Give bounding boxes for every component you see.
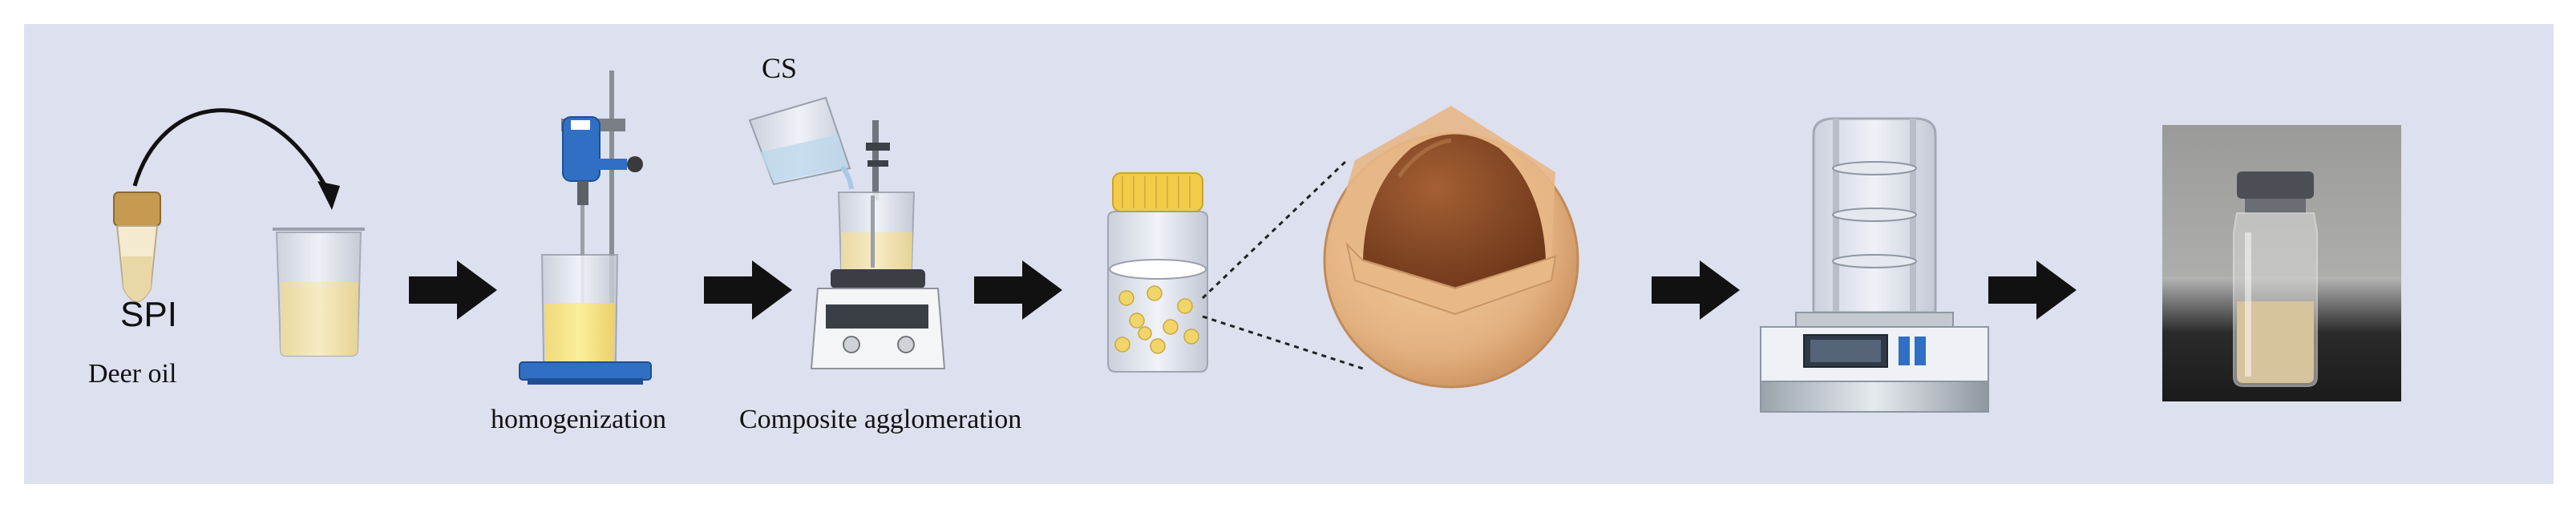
process-arrow-3 — [974, 260, 1062, 320]
microcapsule-cross-section — [1323, 106, 1579, 389]
magnetic-stirrer — [748, 96, 946, 369]
process-arrow-4 — [1652, 260, 1740, 320]
diagram-panel — [24, 24, 2554, 484]
powder-vial-photo — [2162, 125, 2401, 401]
zoom-line-top — [1201, 159, 1349, 300]
tube-and-beaker — [113, 108, 365, 357]
cs-label: CS — [762, 52, 798, 84]
composite-agglomeration-label: Composite agglomeration — [739, 405, 1022, 434]
spi-label: SPI — [120, 295, 177, 334]
centrifuge-tube — [113, 192, 161, 302]
mixing-beaker — [273, 228, 365, 357]
deer-oil-label: Deer oil — [88, 359, 177, 389]
cs-pouring-cup — [748, 96, 854, 190]
process-arrow-1 — [409, 260, 497, 320]
transfer-arrow — [132, 108, 331, 194]
homogenization-label: homogenization — [491, 405, 667, 434]
zoom-line-bottom — [1202, 315, 1364, 370]
homogenizer — [519, 71, 652, 385]
process-arrow-2 — [704, 260, 792, 320]
freeze-dryer — [1760, 117, 1989, 413]
transfer-arrowhead — [317, 181, 340, 210]
process-arrow-5 — [1988, 260, 2077, 320]
capsule-jar — [1107, 172, 1208, 373]
